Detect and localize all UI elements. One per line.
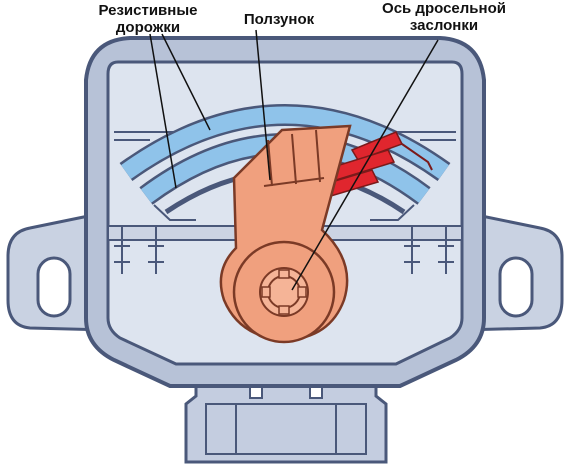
- mounting-hole-right: [498, 256, 534, 318]
- label-resistive-tracks: Резистивные дорожки: [98, 2, 198, 36]
- mounting-flange: [6, 210, 564, 332]
- label-throttle-axis: Ось дросельной заслонки: [382, 0, 506, 34]
- mounting-hole-left: [36, 256, 72, 318]
- throttle-shaft: [259, 267, 309, 317]
- label-slider: Ползунок: [243, 11, 315, 28]
- connector-socket: [205, 403, 367, 455]
- terminal-pins: [114, 226, 454, 274]
- leader-lines: [149, 29, 439, 291]
